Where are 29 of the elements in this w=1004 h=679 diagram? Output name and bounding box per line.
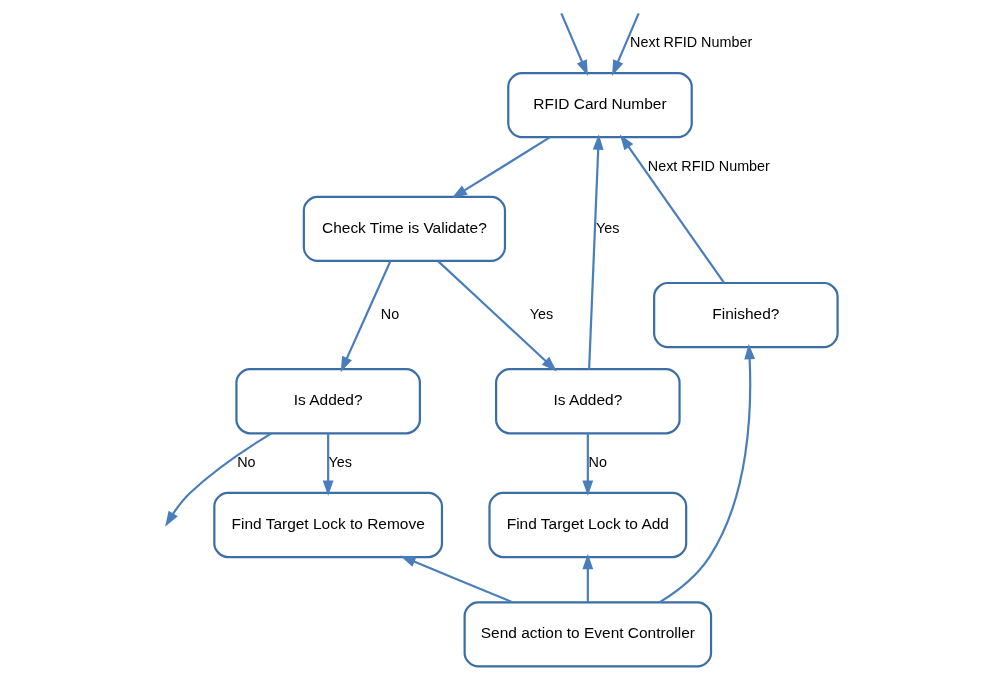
arrow bbox=[451, 136, 551, 199]
edge-label: Next RFID Number bbox=[630, 33, 753, 50]
arrow bbox=[165, 432, 273, 527]
edge-label: No bbox=[588, 453, 607, 470]
arrow bbox=[560, 13, 588, 76]
node-box: Finished? bbox=[653, 281, 839, 349]
arrow bbox=[658, 343, 756, 604]
node-box: RFID Card Number bbox=[507, 71, 693, 139]
edge-label: Yes bbox=[529, 305, 554, 322]
edge-label: Next RFID Number bbox=[647, 157, 770, 174]
node-box: Send action to Event Controller bbox=[463, 601, 713, 668]
arrow bbox=[612, 13, 640, 76]
node-box: Is Added? bbox=[235, 368, 421, 435]
edge-label: No bbox=[380, 305, 400, 322]
arrow bbox=[437, 260, 557, 372]
arrow bbox=[619, 134, 725, 284]
arrow bbox=[582, 553, 594, 602]
node-box: Find Target Lock to Add bbox=[488, 491, 688, 559]
arrow bbox=[582, 433, 594, 496]
node-box: Is Added? bbox=[495, 368, 681, 435]
arrow bbox=[400, 555, 513, 604]
arrow bbox=[340, 260, 392, 373]
edge-label: Yes bbox=[596, 219, 620, 236]
node-box: Find Target Lock to Remove bbox=[213, 491, 444, 559]
node-box: Check Time is Validate? bbox=[302, 195, 507, 262]
edge-label: Yes bbox=[328, 453, 353, 470]
arrow bbox=[322, 433, 334, 496]
arrow bbox=[588, 134, 604, 369]
edge-label: No bbox=[237, 453, 256, 470]
